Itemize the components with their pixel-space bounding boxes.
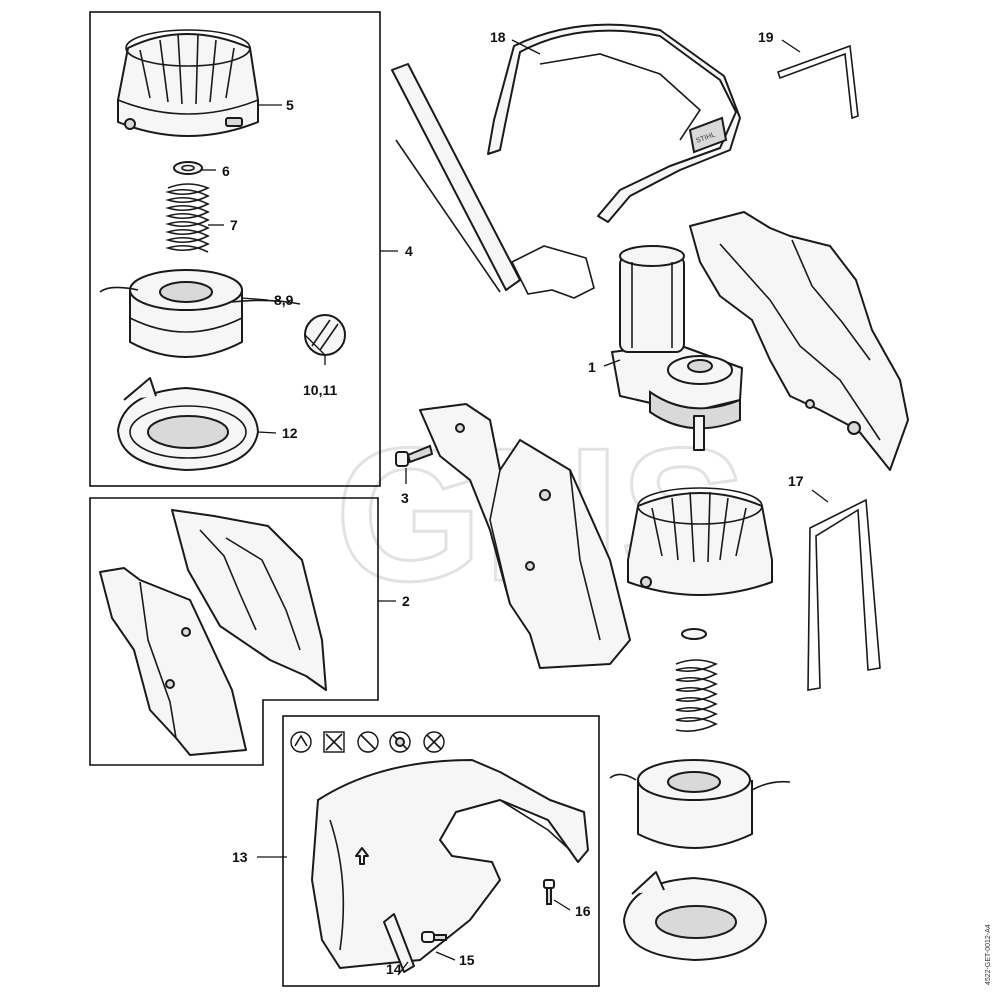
- no-brush-icon: [357, 731, 379, 753]
- drive-shaft-tube-part: [391, 63, 595, 299]
- callout-12: 12: [282, 425, 298, 441]
- callout-13: 13: [232, 849, 248, 865]
- screw-part-16: [543, 879, 555, 905]
- callout-7: 7: [230, 217, 238, 233]
- housing-shell-part: [419, 403, 631, 669]
- cutter-blade-part: [383, 913, 415, 973]
- screw-part-3: [395, 444, 434, 467]
- callout-2: 2: [402, 593, 410, 609]
- spool-part: [99, 269, 301, 358]
- spool-housing-part: [117, 377, 259, 471]
- motor-housing-right-part: [689, 211, 909, 471]
- warning-symbol-row: [290, 731, 445, 753]
- callout-19: 19: [758, 29, 774, 45]
- callout-3: 3: [401, 490, 409, 506]
- callout-18: 18: [490, 29, 506, 45]
- guard-part: [311, 759, 589, 969]
- spare-spool-cap-part: [627, 487, 773, 596]
- callout-10-11: 10,11: [303, 382, 337, 398]
- reference-code: 4522-GET-0012-A4: [985, 924, 992, 985]
- spare-spool-housing-part: [623, 871, 767, 961]
- leader-lines: [202, 39, 829, 976]
- line-detail-part: [304, 314, 346, 356]
- callout-labels: 1 2 3 4 5 6 7 8,9 10,11 12 13 14 15 16 1…: [222, 29, 804, 977]
- grass-cut-icon: [290, 731, 312, 753]
- group-box-13: [282, 715, 600, 987]
- callout-14: 14: [386, 961, 402, 977]
- group-box-2: [89, 497, 379, 766]
- allen-key-part: [776, 44, 859, 120]
- safety-glasses-part: STIHL: [487, 23, 741, 223]
- no-blade-icon: [323, 731, 345, 753]
- motor-housing-assembly-part: [99, 509, 327, 756]
- group-box-4: [89, 11, 381, 487]
- callout-4: 4: [405, 243, 413, 259]
- callout-5: 5: [286, 97, 294, 113]
- spring-part: [165, 183, 210, 253]
- callout-6: 6: [222, 163, 230, 179]
- callout-1: 1: [588, 359, 596, 375]
- no-saw-icon: [423, 731, 445, 753]
- callout-8-9: 8,9: [274, 292, 294, 308]
- motor-part: [611, 245, 743, 451]
- spare-spool-part: [609, 759, 791, 849]
- callout-16: 16: [575, 903, 591, 919]
- spool-cap-part: [117, 29, 259, 137]
- bracket-wire-part: [807, 498, 881, 691]
- callout-15: 15: [459, 952, 475, 968]
- callout-17: 17: [788, 473, 804, 489]
- spare-circlip-part: [681, 628, 707, 640]
- no-metal-icon: [389, 731, 411, 753]
- screw-part-15: [421, 931, 447, 943]
- circlip-part: [173, 161, 203, 175]
- spare-spring-part: [675, 659, 718, 732]
